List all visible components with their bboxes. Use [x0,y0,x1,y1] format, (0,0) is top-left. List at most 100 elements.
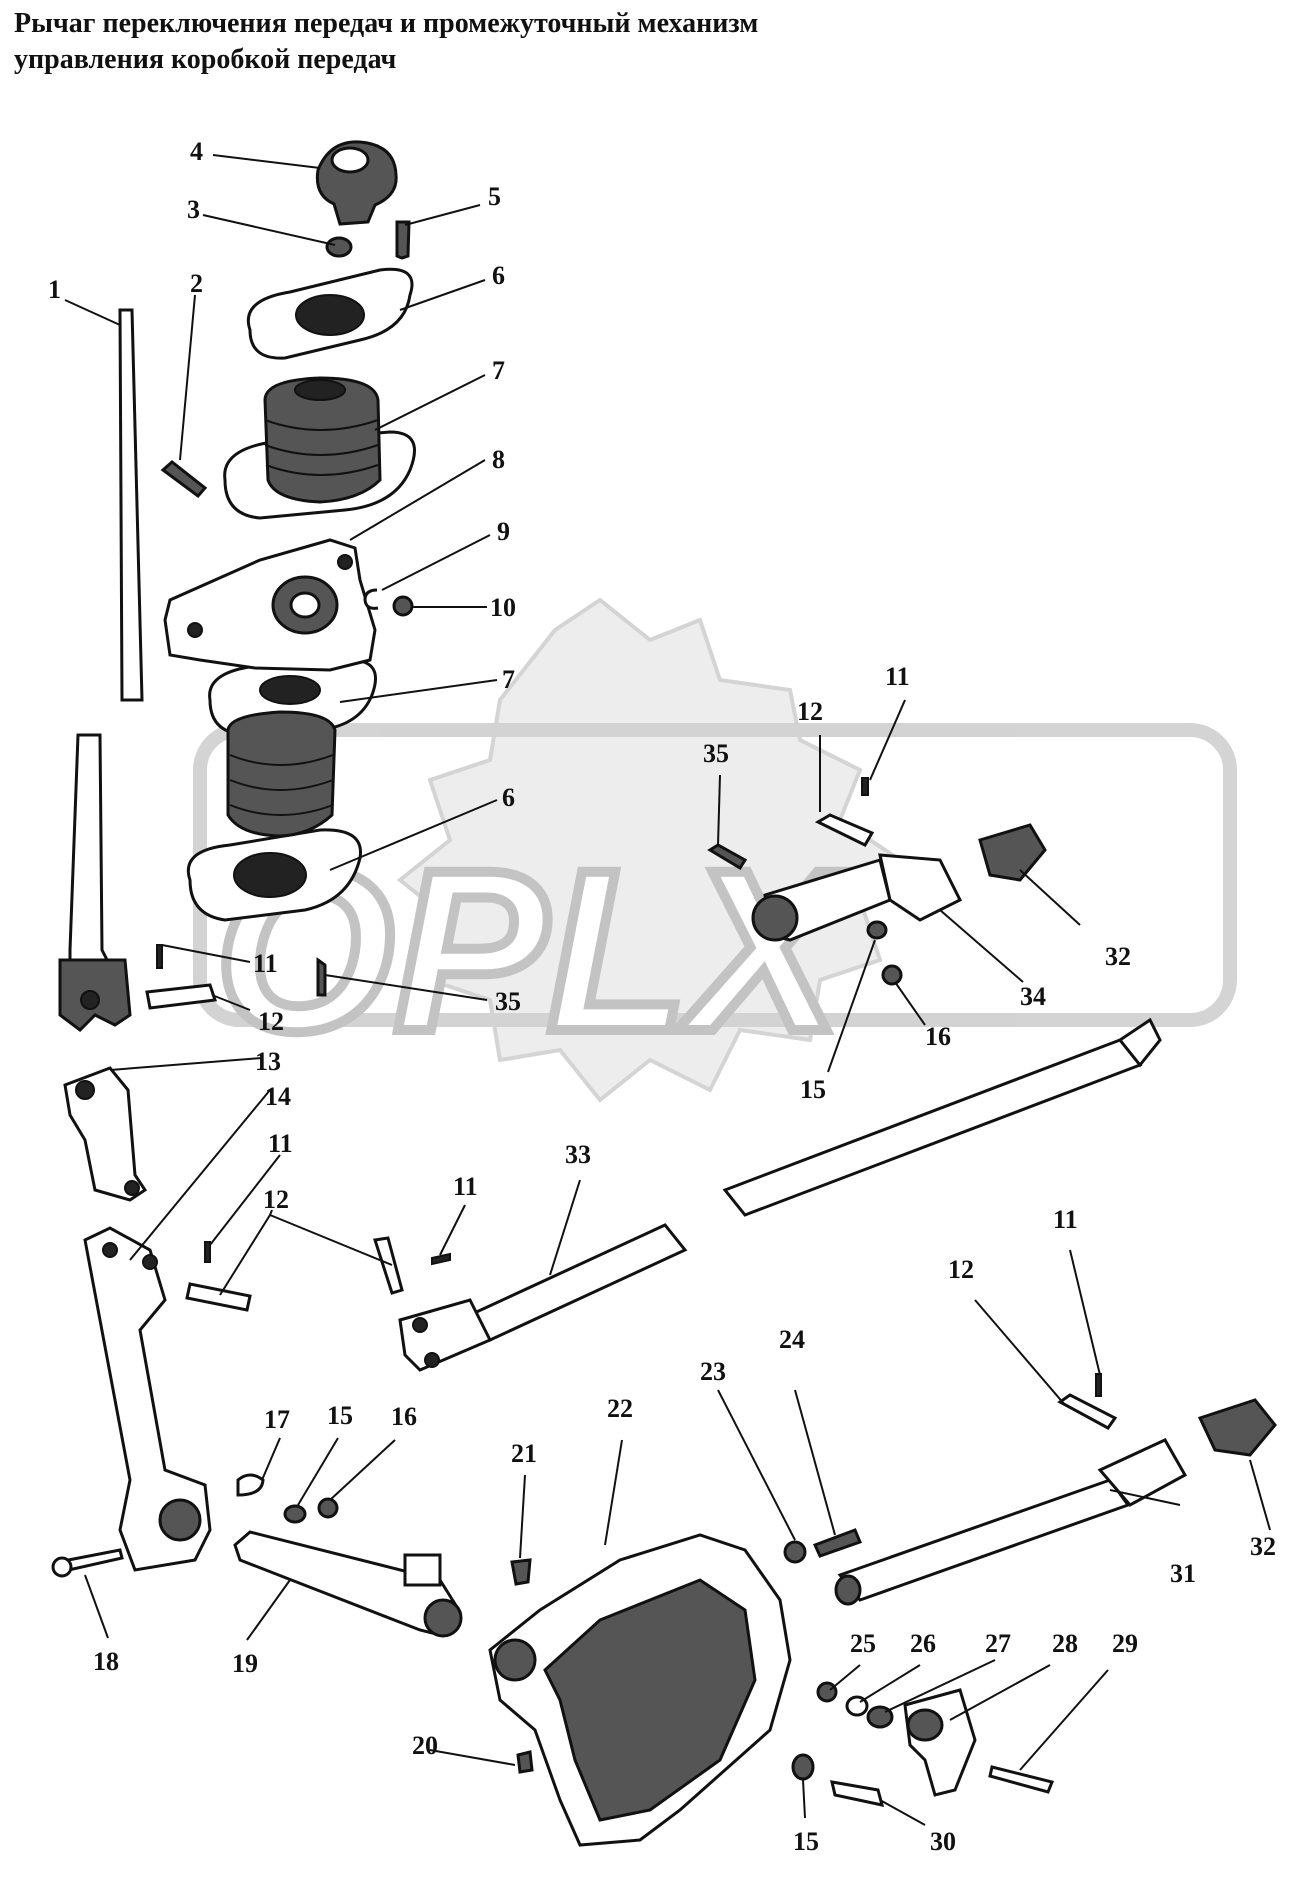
callout-3: 3 [187,195,200,224]
callout-35a: 35 [703,739,729,768]
part-7-boot-upper [223,376,416,520]
part-11-cotter-pin-a [156,944,163,969]
part-8-support-housing [163,538,377,672]
part-23-nut [783,1540,807,1564]
callout-14: 14 [265,1082,291,1111]
part-shaft-long [722,1017,1162,1217]
callout-31: 31 [1170,1559,1196,1588]
part-16-nut-a [317,1497,339,1519]
callout-28: 28 [1052,1629,1078,1658]
callout-labels: 1 2 3 4 5 6 7 8 9 10 7 6 11 12 35 13 14 … [48,137,1276,1856]
callout-11b: 11 [268,1129,293,1158]
part-2-bolt [160,460,208,499]
callout-6a: 6 [492,261,505,290]
part-32-block-b [1197,1398,1277,1457]
callout-16b: 16 [925,1022,951,1051]
callout-26: 26 [910,1629,936,1658]
callout-35b: 35 [495,987,521,1016]
part-6-gasket-upper [247,267,414,360]
part-14-intermediate-lever [83,1226,212,1572]
part-29-pin [988,1765,1055,1794]
callout-5: 5 [488,182,501,211]
callout-34: 34 [1020,982,1046,1011]
part-9-clip [363,588,379,610]
part-24-bolt [812,1528,862,1558]
callout-12d: 12 [948,1255,974,1284]
part-3-nut [325,236,353,258]
part-17-key [236,1473,265,1497]
callout-15c: 15 [793,1827,819,1856]
part-15-washer-a [283,1504,307,1524]
callout-11a: 11 [253,949,278,978]
page-title: Рычаг переключения передач и промежуточн… [14,6,1014,78]
title-line-1: Рычаг переключения передач и промежуточн… [14,8,759,39]
part-18-bolt-head [51,1556,73,1578]
part-33-rod [398,1223,688,1372]
part-32-block-a [978,823,1047,882]
callout-29: 29 [1112,1629,1138,1658]
part-34-selector-assembly [751,853,963,942]
part-11-cotter-pin-c [204,1241,211,1263]
callout-18: 18 [93,1647,119,1676]
callout-27: 27 [985,1629,1011,1658]
part-1-shift-lever [58,308,144,1032]
part-11-cotter-pin-d [431,1252,451,1266]
part-11-cotter-pin-e [1095,1373,1102,1397]
callout-2: 2 [190,269,203,298]
callout-15b: 15 [800,1075,826,1104]
callout-25: 25 [850,1629,876,1658]
part-15-washer-c [791,1753,815,1781]
callout-12b: 12 [263,1185,289,1214]
part-10-nut [392,595,414,617]
callout-30: 30 [930,1827,956,1856]
callout-7a: 7 [492,356,505,385]
callout-32b: 32 [1250,1532,1276,1561]
part-22-cover-housing [488,1533,792,1847]
callout-13: 13 [255,1047,281,1076]
callout-33: 33 [565,1140,591,1169]
callout-1: 1 [48,275,61,304]
part-21-fitting [510,1558,532,1586]
part-13-link [63,1066,148,1202]
part-15-washer-b [866,920,888,940]
part-35-screw-b [316,957,327,997]
leader-lines [64,154,1271,1826]
callout-11c: 11 [453,1172,478,1201]
part-16-nut-b [881,964,903,986]
part-7-boot-lower [208,658,377,838]
part-11-cotter-pin-b [861,777,869,796]
part-12-pin-d [373,1236,404,1295]
part-12-pin-e [1057,1393,1118,1430]
part-12-pin-a [145,983,218,1010]
callout-9: 9 [497,517,510,546]
part-30-bolt [830,1780,885,1807]
title-line-2: управления коробкой передач [14,44,397,75]
callout-17: 17 [264,1405,290,1434]
callout-11d: 11 [885,662,910,691]
part-4-knob [315,140,398,226]
callout-4: 4 [190,137,203,166]
callout-32a: 32 [1105,942,1131,971]
callout-10: 10 [490,593,516,622]
part-12-pin-b [814,813,875,847]
callout-7b: 7 [502,665,515,694]
part-25-nut [816,1681,838,1703]
part-35-screw-a [707,843,748,871]
part-20-fitting [516,1750,534,1774]
callout-8: 8 [492,445,505,474]
callout-22: 22 [607,1394,633,1423]
callout-24: 24 [779,1325,805,1354]
callout-19: 19 [232,1649,258,1678]
callout-15a: 15 [327,1401,353,1430]
callout-12c: 12 [797,697,823,726]
part-31-rod [834,1438,1188,1606]
part-19-shaft [233,1530,463,1638]
callout-12a: 12 [258,1007,284,1036]
callout-11e: 11 [1053,1205,1078,1234]
part-5-bolt [395,220,411,260]
part-12-pin-c [185,1282,252,1312]
part-28-lever-head [903,1688,977,1797]
callout-6b: 6 [502,783,515,812]
callout-21: 21 [511,1439,537,1468]
